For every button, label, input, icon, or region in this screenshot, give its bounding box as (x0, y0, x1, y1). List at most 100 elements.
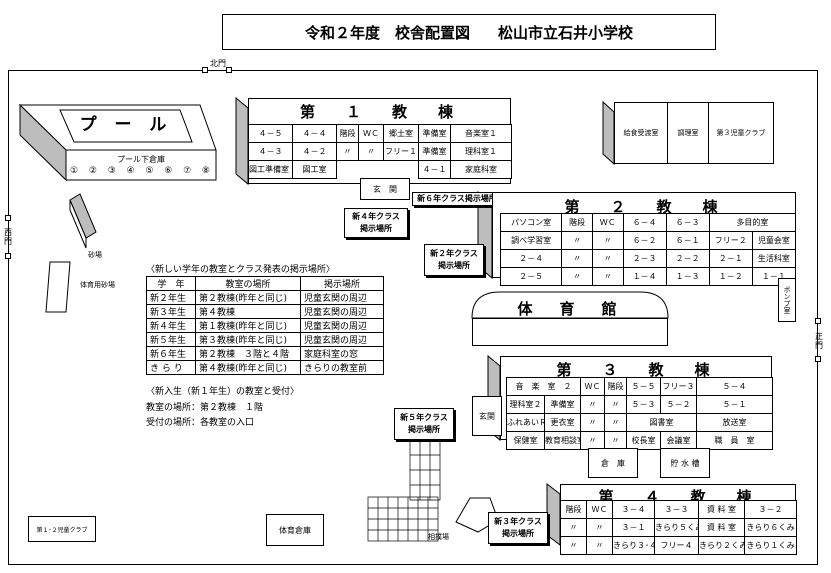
pool-lane: ⑥ (164, 166, 173, 176)
room-cell: 図工準備室・教材室 (248, 160, 293, 179)
room-cell: 〃 (586, 518, 613, 537)
room-cell: ４－４ (292, 124, 337, 143)
room-cell: ５－４ (696, 377, 773, 396)
room-cell: ２－３ (622, 249, 667, 268)
pool-label: プ ー ル (79, 115, 173, 135)
room-cell: 準備室 (544, 395, 581, 414)
room-cell: 図工室 (292, 160, 337, 179)
room-cell: ＷＣ (358, 124, 384, 143)
room-cell: ２－２ (665, 249, 710, 268)
room-cell: 音 楽 室 ２ (506, 377, 581, 396)
legend-cell: 新４年生 (146, 318, 196, 333)
campus-boundary (8, 70, 818, 565)
table-row: ４－５ ４－４ 階段 ＷＣ 郷土室 準備室 音楽室１ (248, 124, 512, 143)
pool-lane: ② (88, 166, 97, 176)
room-cell: 生活科室 (751, 249, 797, 268)
room-cell: ＷＣ (591, 213, 624, 232)
room-cell: 資 料 室 (698, 500, 745, 519)
room-cell: ６－３ (665, 213, 710, 232)
room-cell: フリー２ (708, 231, 753, 250)
table-row: パソコン室 階段 ＷＣ ６－４ ６－３ 多目的室 (499, 213, 797, 232)
room-cell: 多目的室 (708, 213, 797, 232)
kids-club-3: 第３児童クラブ (716, 129, 766, 137)
room-cell: ３－４ (612, 500, 655, 519)
legend-cell: 第２教棟(昨年と同じ) (195, 290, 301, 305)
room-cell: きらり１くみ (744, 536, 797, 555)
room-cell: ふれあいＲ (506, 413, 545, 432)
legend-header: 掲示場所 (300, 276, 384, 291)
legend-cell: 第１教棟(昨年と同じ) (195, 318, 301, 333)
room-cell: 図書室 (626, 413, 697, 432)
room-cell: 〃 (604, 413, 627, 432)
kitchen-block: 給食受渡室 調理室 第３児童クラブ (614, 102, 774, 164)
room-cell: 準備室 (418, 142, 451, 161)
room-cell: 〃 (560, 518, 587, 537)
room-cell: きらり３･４くみ (612, 536, 655, 555)
room-cell: １－２ (708, 267, 753, 286)
gym-body (472, 318, 668, 346)
sandpit-label: 砂場 (88, 251, 102, 259)
table-row: 図工準備室・教材室 図工室 ４－１ 家庭科室 (248, 160, 512, 179)
room-cell: ２－４ (499, 249, 563, 268)
sumo-ring-label: 相撲場 (428, 533, 449, 541)
west-gate-label: 西門 (4, 228, 12, 246)
legend-cell: 家庭科室の窓 (300, 346, 384, 361)
legend-cell: 新３年生 (146, 304, 196, 319)
sign-grade5: 新５年クラス 掲示場所 (394, 408, 454, 440)
building-2-rooms: パソコン室 階段 ＷＣ ６－４ ６－３ 多目的室 調べ学習室 〃 〃 ６－２ ６… (499, 213, 797, 286)
room-cell: 〃 (586, 536, 613, 555)
legend-cell: 第４教棟 (195, 304, 301, 319)
room-cell (384, 161, 419, 179)
room-cell: ４－２ (292, 142, 337, 161)
room-cell: ４－１ (418, 160, 451, 179)
room-cell: １－４ (622, 267, 667, 286)
room-cell: 放送室 (696, 413, 773, 432)
building-4-rooms: 階段 ＷＣ ３－４ ３－３ 資 料 室 ３－２ 〃 〃 ３－１ きらり５くみ 資… (560, 500, 797, 555)
building-3-rooms: 音 楽 室 ２ ＷＣ 階段 ５－５ フリー３ ５－４ 理科室２ 準備室 〃 〃 … (506, 377, 773, 450)
pe-sandpit-label: 体育用砂場 (80, 281, 115, 289)
room-cell: きらり５くみ (654, 518, 699, 537)
legend-cell: き ら り (146, 360, 196, 375)
legend-table: 学 年 教室の場所 掲示場所 新２年生 第２教棟(昨年と同じ) 児童玄関の周辺 … (146, 276, 384, 375)
pump-room: ポンプ室 (778, 278, 796, 322)
newcomers-classroom: 教室の場所：第２教棟 １階 (146, 403, 264, 413)
room-cell: 〃 (358, 142, 384, 161)
kids-club-1-2: 第１･２児童クラブ (28, 516, 96, 542)
room-cell: 階段 (560, 500, 587, 519)
table-row: 音 楽 室 ２ ＷＣ 階段 ５－５ フリー３ ５－４ (506, 377, 773, 396)
room-cell: ６－４ (622, 213, 667, 232)
building-1-rooms: ４－５ ４－４ 階段 ＷＣ 郷土室 準備室 音楽室１ ４－３ ４－２ 〃 〃 フ… (248, 124, 512, 179)
table-row: 新４年生 第１教棟(昨年と同じ) 児童玄関の周辺 (146, 318, 384, 333)
room-cell: 〃 (591, 249, 624, 268)
pool-lane: ⑧ (201, 166, 210, 176)
table-row: ２－５ 〃 〃 １－４ １－３ １－２ １－１ (499, 267, 797, 286)
sign-grade4-line1: 新４年クラス (352, 212, 400, 221)
table-row: ４－３ ４－２ 〃 〃 フリー１ 準備室 理科室１ (248, 142, 512, 161)
room-cell: きらり６くみ (744, 518, 797, 537)
main-gate-mark-bottom (815, 356, 821, 362)
north-gate-mark-left (202, 67, 208, 73)
room-cell: 保健室 (506, 431, 545, 450)
room-cell (337, 161, 359, 179)
room-cell: 階段 (604, 377, 627, 396)
legend-cell: 第２教棟 ３階と４階 (195, 346, 301, 361)
room-cell: 音楽室１ (450, 124, 512, 143)
room-cell: 資 料 室 (698, 518, 745, 537)
gym-label: 体 育 館 (517, 300, 623, 318)
room-cell: ３－３ (654, 500, 699, 519)
north-gate-mark-right (226, 67, 232, 73)
room-cell: 会議室 (660, 431, 697, 450)
room-cell: 職 員 室 (696, 431, 773, 450)
room-cell: ＷＣ (586, 500, 613, 519)
room-cell: 児童会室 (751, 231, 797, 250)
title-box: 令和２年度 校舎配置図 松山市立石井小学校 (222, 14, 716, 50)
legend-cell: きらりの教室前 (300, 360, 384, 375)
pool-lane: ① (70, 166, 79, 176)
room-cell: 〃 (336, 142, 359, 161)
table-row: ふれあいＲ 更衣室 〃 〃 図書室 放送室 (506, 413, 773, 432)
room-cell: ２－５ (499, 267, 563, 286)
sign-grade2-line1: 新２年クラス (430, 249, 478, 258)
north-gate-label: 北門 (210, 59, 226, 68)
room-cell: 階段 (561, 213, 593, 232)
building-3-entrance: 玄関 (472, 396, 502, 436)
